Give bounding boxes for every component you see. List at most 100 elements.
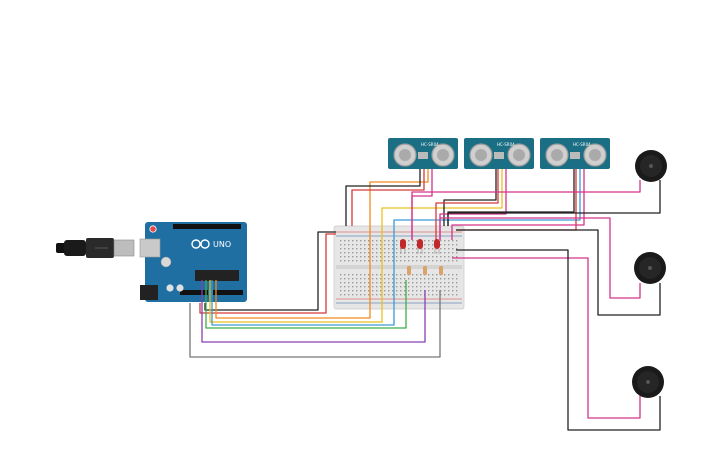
breadboard-hole[interactable] (404, 248, 406, 250)
led-2[interactable] (417, 239, 423, 254)
breadboard-hole[interactable] (388, 244, 390, 246)
breadboard-hole[interactable] (344, 248, 346, 250)
breadboard-hole[interactable] (376, 244, 378, 246)
breadboard-hole[interactable] (344, 252, 346, 254)
breadboard-hole[interactable] (368, 290, 370, 292)
breadboard-hole[interactable] (340, 252, 342, 254)
breadboard-hole[interactable] (404, 294, 406, 296)
breadboard-hole[interactable] (376, 260, 378, 262)
breadboard-hole[interactable] (360, 282, 362, 284)
breadboard-hole[interactable] (420, 290, 422, 292)
breadboard-hole[interactable] (356, 290, 358, 292)
breadboard-hole[interactable] (452, 240, 454, 242)
breadboard-hole[interactable] (356, 286, 358, 288)
breadboard-hole[interactable] (452, 278, 454, 280)
breadboard-hole[interactable] (344, 260, 346, 262)
breadboard-hole[interactable] (444, 294, 446, 296)
breadboard-hole[interactable] (452, 286, 454, 288)
digital-header[interactable] (173, 224, 241, 229)
breadboard-hole[interactable] (436, 290, 438, 292)
led-3[interactable] (434, 239, 440, 254)
breadboard-hole[interactable] (392, 278, 394, 280)
breadboard-hole[interactable] (384, 256, 386, 258)
breadboard-hole[interactable] (452, 244, 454, 246)
breadboard-hole[interactable] (340, 286, 342, 288)
breadboard-hole[interactable] (416, 240, 418, 242)
breadboard-hole[interactable] (404, 274, 406, 276)
breadboard-hole[interactable] (368, 252, 370, 254)
breadboard-hole[interactable] (444, 260, 446, 262)
breadboard-hole[interactable] (404, 290, 406, 292)
breadboard-hole[interactable] (408, 244, 410, 246)
breadboard-hole[interactable] (432, 252, 434, 254)
breadboard-hole[interactable] (428, 260, 430, 262)
breadboard-hole[interactable] (416, 256, 418, 258)
breadboard-hole[interactable] (428, 278, 430, 280)
breadboard-hole[interactable] (356, 248, 358, 250)
breadboard-hole[interactable] (376, 256, 378, 258)
breadboard-hole[interactable] (344, 244, 346, 246)
breadboard-hole[interactable] (384, 248, 386, 250)
breadboard-hole[interactable] (384, 260, 386, 262)
breadboard-hole[interactable] (380, 240, 382, 242)
breadboard-hole[interactable] (344, 294, 346, 296)
breadboard-hole[interactable] (448, 278, 450, 280)
breadboard-hole[interactable] (360, 256, 362, 258)
ultrasonic-sensor-1[interactable]: HC-SR04 (388, 138, 458, 169)
breadboard-hole[interactable] (436, 252, 438, 254)
breadboard-hole[interactable] (452, 294, 454, 296)
breadboard-hole[interactable] (376, 248, 378, 250)
breadboard-hole[interactable] (428, 290, 430, 292)
breadboard-hole[interactable] (444, 282, 446, 284)
breadboard-hole[interactable] (448, 294, 450, 296)
wire-black-gnd[interactable] (204, 231, 336, 311)
resistor-1[interactable] (407, 266, 411, 275)
breadboard-hole[interactable] (428, 244, 430, 246)
breadboard-hole[interactable] (400, 282, 402, 284)
breadboard-hole[interactable] (360, 252, 362, 254)
breadboard-hole[interactable] (412, 278, 414, 280)
breadboard-hole[interactable] (392, 274, 394, 276)
breadboard-hole[interactable] (456, 294, 458, 296)
breadboard-hole[interactable] (456, 274, 458, 276)
breadboard-hole[interactable] (344, 278, 346, 280)
breadboard-hole[interactable] (352, 252, 354, 254)
breadboard-hole[interactable] (384, 290, 386, 292)
wire-magenta-buzzer2[interactable] (439, 217, 641, 299)
wires[interactable] (189, 169, 661, 431)
breadboard-hole[interactable] (408, 286, 410, 288)
breadboard-hole[interactable] (448, 252, 450, 254)
breadboard-hole[interactable] (388, 274, 390, 276)
breadboard-hole[interactable] (456, 290, 458, 292)
breadboard-hole[interactable] (392, 248, 394, 250)
wire-magenta-sensor3[interactable] (451, 169, 585, 240)
breadboard-hole[interactable] (340, 294, 342, 296)
breadboard-hole[interactable] (372, 286, 374, 288)
breadboard-hole[interactable] (380, 252, 382, 254)
breadboard-hole[interactable] (436, 274, 438, 276)
breadboard-hole[interactable] (440, 252, 442, 254)
breadboard-hole[interactable] (452, 248, 454, 250)
breadboard-hole[interactable] (456, 260, 458, 262)
breadboard-hole[interactable] (404, 260, 406, 262)
breadboard-hole[interactable] (364, 248, 366, 250)
breadboard-hole[interactable] (416, 274, 418, 276)
breadboard-hole[interactable] (416, 278, 418, 280)
breadboard-hole[interactable] (380, 286, 382, 288)
analog-header[interactable] (213, 290, 243, 295)
breadboard-hole[interactable] (432, 244, 434, 246)
breadboard-hole[interactable] (404, 286, 406, 288)
breadboard-hole[interactable] (424, 248, 426, 250)
breadboard-hole[interactable] (372, 294, 374, 296)
breadboard-hole[interactable] (448, 282, 450, 284)
breadboard-hole[interactable] (412, 260, 414, 262)
breadboard-hole[interactable] (432, 286, 434, 288)
breadboard-hole[interactable] (396, 274, 398, 276)
breadboard-hole[interactable] (400, 260, 402, 262)
breadboard-hole[interactable] (356, 260, 358, 262)
breadboard-hole[interactable] (368, 256, 370, 258)
wire-gray[interactable] (189, 290, 441, 358)
breadboard-hole[interactable] (444, 240, 446, 242)
usb-cable[interactable] (56, 238, 135, 258)
breadboard-hole[interactable] (436, 278, 438, 280)
